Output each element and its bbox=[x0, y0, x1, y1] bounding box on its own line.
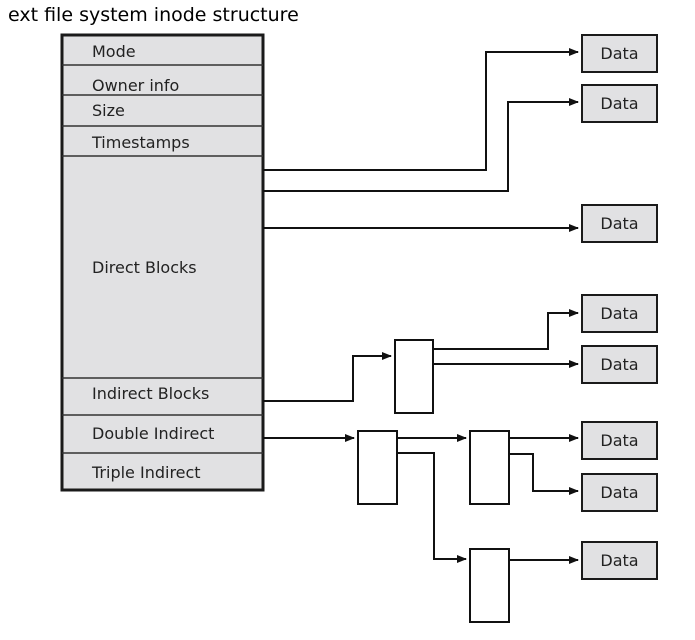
direct-pointer-arrow bbox=[263, 98, 579, 192]
double-indirect-pointer-block-1 bbox=[357, 430, 398, 505]
direct-pointer-arrow bbox=[263, 48, 579, 171]
data-block: Data bbox=[581, 294, 658, 333]
data-block-label: Data bbox=[600, 551, 638, 570]
indirect-pointer-arrow bbox=[263, 352, 392, 402]
double-indirect-pointer-block-2 bbox=[469, 430, 510, 505]
data-block-label: Data bbox=[600, 304, 638, 323]
data-block-label: Data bbox=[600, 355, 638, 374]
data-block: Data bbox=[581, 421, 658, 460]
data-block: Data bbox=[581, 473, 658, 512]
data-block: Data bbox=[581, 345, 658, 384]
field-triple-indirect: Triple Indirect bbox=[91, 463, 201, 482]
field-indirect-blocks: Indirect Blocks bbox=[92, 384, 209, 403]
data-blocks: Data Data Data Data Data Data Data Data bbox=[581, 34, 658, 580]
data-block: Data bbox=[581, 204, 658, 243]
data-block-label: Data bbox=[600, 214, 638, 233]
double-indirect-level-arrow bbox=[397, 452, 467, 563]
diagram-title: ext file system inode structure bbox=[8, 4, 299, 26]
field-size: Size bbox=[92, 101, 125, 120]
data-block: Data bbox=[581, 84, 658, 123]
field-owner-info: Owner info bbox=[92, 76, 179, 95]
data-block: Data bbox=[581, 34, 658, 73]
data-block-label: Data bbox=[600, 94, 638, 113]
field-mode: Mode bbox=[92, 42, 136, 61]
field-timestamps: Timestamps bbox=[91, 133, 190, 152]
data-block-label: Data bbox=[600, 431, 638, 450]
data-block-label: Data bbox=[600, 44, 638, 63]
inode-block: Mode Owner info Size Timestamps Direct B… bbox=[60, 33, 265, 492]
data-block-label: Data bbox=[600, 483, 638, 502]
double-indirect-pointer-block-3 bbox=[469, 548, 510, 623]
data-block: Data bbox=[581, 541, 658, 580]
double-indirect-data-arrow bbox=[509, 453, 579, 495]
field-direct-blocks: Direct Blocks bbox=[92, 258, 197, 277]
indirect-pointer-block bbox=[394, 339, 434, 414]
field-double-indirect: Double Indirect bbox=[92, 424, 214, 443]
indirect-data-arrow bbox=[433, 309, 579, 350]
